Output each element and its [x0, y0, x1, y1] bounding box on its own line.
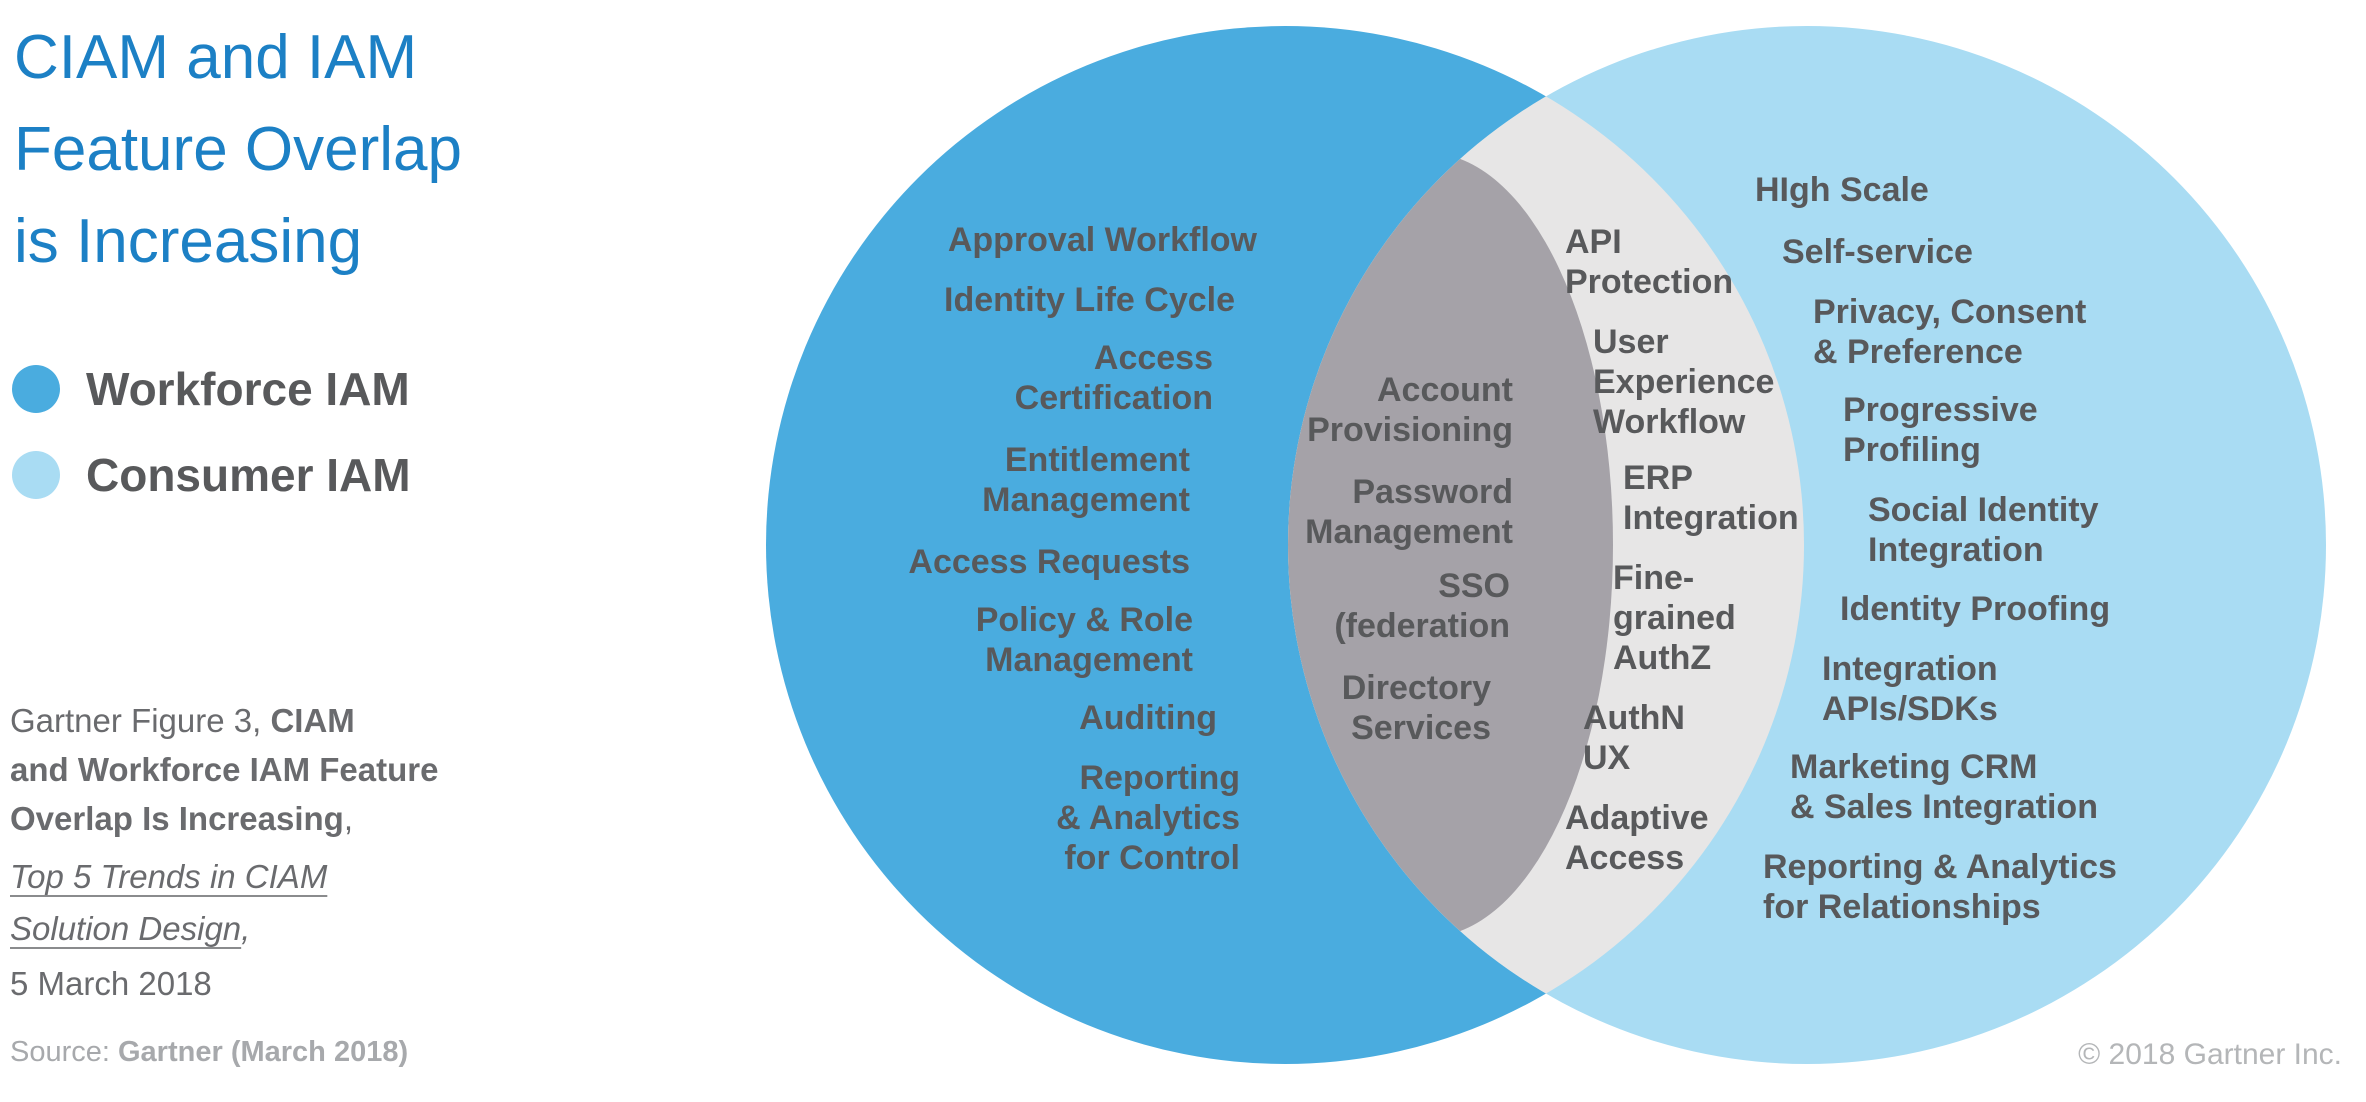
source-prefix: Source: [10, 1036, 118, 1068]
label-marketing-crm-sales-integration: Marketing CRM & Sales Integration [1790, 748, 2098, 826]
label-erp-integration: ERP Integration [1623, 459, 1799, 537]
label-account-provisioning: Account Provisioning [1307, 371, 1513, 449]
label-adaptive-access: Adaptive Access [1565, 799, 1709, 877]
source-note: Source: Gartner (March 2018) [10, 1036, 408, 1069]
label-access-certification: Access Certification [1014, 339, 1213, 417]
caption-line-3: Overlap Is Increasing, [10, 800, 353, 837]
source-value: Gartner (March 2018) [118, 1036, 409, 1068]
label-policy-role-management: Policy & Role Management [975, 601, 1193, 679]
page-title: CIAM and IAM Feature Overlap is Increasi… [14, 23, 462, 276]
label-auditing: Auditing [1079, 699, 1217, 737]
legend-label: Consumer IAM [86, 449, 411, 501]
label-identity-life-cycle: Identity Life Cycle [944, 281, 1235, 319]
label-integration-apis-sdks: Integration APIs/SDKs [1822, 650, 1998, 728]
label-reporting-analytics-relationships: Reporting & Analytics for Relationships [1763, 848, 2117, 926]
label-high-scale: HIgh Scale [1755, 171, 1929, 209]
consumer-iam-legend-dot [12, 451, 60, 499]
overlap-core-region [1288, 153, 1613, 937]
caption-date: 5 March 2018 [10, 965, 212, 1002]
label-social-identity-integration: Social Identity Integration [1868, 491, 2099, 569]
label-self-service: Self-service [1782, 233, 1973, 271]
label-authn-ux: AuthN UX [1583, 699, 1685, 777]
label-user-experience-workflow: User Experience Workflow [1593, 323, 1775, 441]
label-access-requests: Access Requests [908, 543, 1190, 581]
label-fine-grained-authz: Fine- grained AuthZ [1613, 559, 1736, 677]
publication-title-link: Top 5 Trends in CIAM Solution Design [10, 858, 328, 947]
label-reporting-analytics-control: Reporting & Analytics for Control [1056, 759, 1240, 877]
caption-publication: Top 5 Trends in CIAM Solution Design, [10, 858, 328, 947]
legend-item-workforce-iam: Workforce IAM [12, 362, 411, 416]
label-entitlement-management: Entitlement Management [982, 441, 1190, 519]
copyright-note: © 2018 Gartner Inc. [2078, 1038, 2342, 1071]
legend-item-consumer-iam: Consumer IAM [12, 448, 411, 502]
label-privacy-consent-preference: Privacy, Consent & Preference [1813, 293, 2087, 371]
label-approval-workflow: Approval Workflow [947, 221, 1257, 259]
label-password-management: Password Management [1305, 473, 1513, 551]
figure-caption: Gartner Figure 3, CIAM and Workforce IAM… [10, 696, 570, 1008]
caption-title-bold: CIAM [270, 702, 355, 739]
legend-label: Workforce IAM [86, 363, 410, 415]
label-directory-services: Directory Services [1341, 669, 1491, 747]
caption-prefix: Gartner Figure 3, [10, 702, 271, 739]
caption-line-1: Gartner Figure 3, CIAM [10, 696, 570, 745]
label-sso-federation: SSO (federation [1334, 567, 1510, 645]
label-api-protection: API Protection [1565, 223, 1734, 301]
label-identity-proofing: Identity Proofing [1840, 590, 2111, 628]
legend: Workforce IAM Consumer IAM [12, 362, 411, 534]
workforce-iam-legend-dot [12, 365, 60, 413]
caption-line-2: and Workforce IAM Feature [10, 751, 439, 788]
label-progressive-profiling: Progressive Profiling [1843, 391, 2038, 469]
